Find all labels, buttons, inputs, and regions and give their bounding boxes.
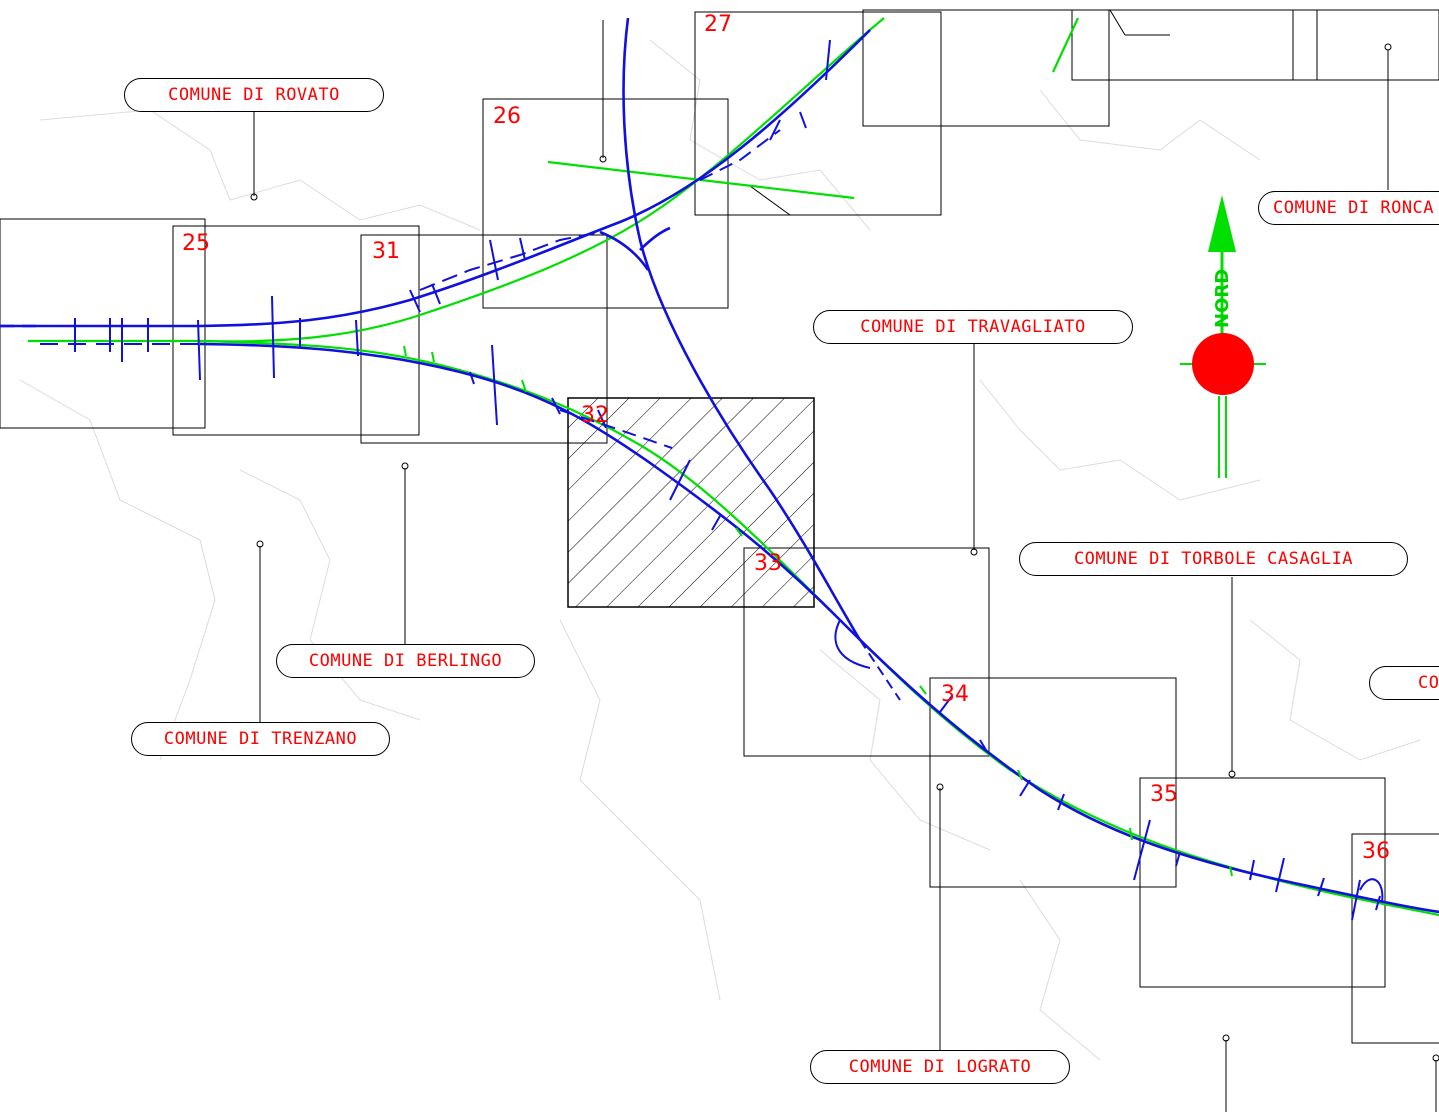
axis-ticks <box>403 345 1233 877</box>
label-comune-berlingo[interactable]: COMUNE DI BERLINGO <box>276 644 535 678</box>
tile-number-27[interactable]: 27 <box>704 12 732 37</box>
label-comune-torbole-casaglia[interactable]: COMUNE DI TORBOLE CASAGLIA <box>1019 542 1408 576</box>
tile-number-36[interactable]: 36 <box>1362 839 1390 864</box>
tile-number-35[interactable]: 35 <box>1150 782 1178 807</box>
tile-number-34[interactable]: 34 <box>941 682 969 707</box>
tile-number-33[interactable]: 33 <box>754 551 782 576</box>
north-label: NORD <box>1212 268 1233 328</box>
tile-number-26[interactable]: 26 <box>493 104 521 129</box>
label-comune-partial[interactable]: CO <box>1369 666 1439 700</box>
label-comune-rovato[interactable]: COMUNE DI ROVATO <box>124 78 384 112</box>
municipal-boundaries <box>19 39 1421 1061</box>
railway-line <box>0 17 1439 914</box>
railway-cross-ticks <box>74 39 1384 921</box>
north-arrow-icon <box>1208 195 1236 252</box>
leader-lines <box>250 9 1439 1112</box>
label-comune-trenzano[interactable]: COMUNE DI TRENZANO <box>131 722 390 756</box>
label-comune-travagliato[interactable]: COMUNE DI TRAVAGLIATO <box>813 310 1133 344</box>
tile-number-32[interactable]: 32 <box>581 403 609 428</box>
tile-number-31[interactable]: 31 <box>372 239 400 264</box>
tile-frames <box>0 9 1439 1044</box>
north-marker <box>1180 195 1266 478</box>
north-center-icon <box>1192 333 1254 395</box>
highlighted-tile-32[interactable] <box>567 397 815 608</box>
label-comune-roncadelle[interactable]: COMUNE DI RONCA <box>1258 191 1439 225</box>
label-comune-lograto[interactable]: COMUNE DI LOGRATO <box>810 1050 1070 1084</box>
tile-number-25[interactable]: 25 <box>182 231 210 256</box>
